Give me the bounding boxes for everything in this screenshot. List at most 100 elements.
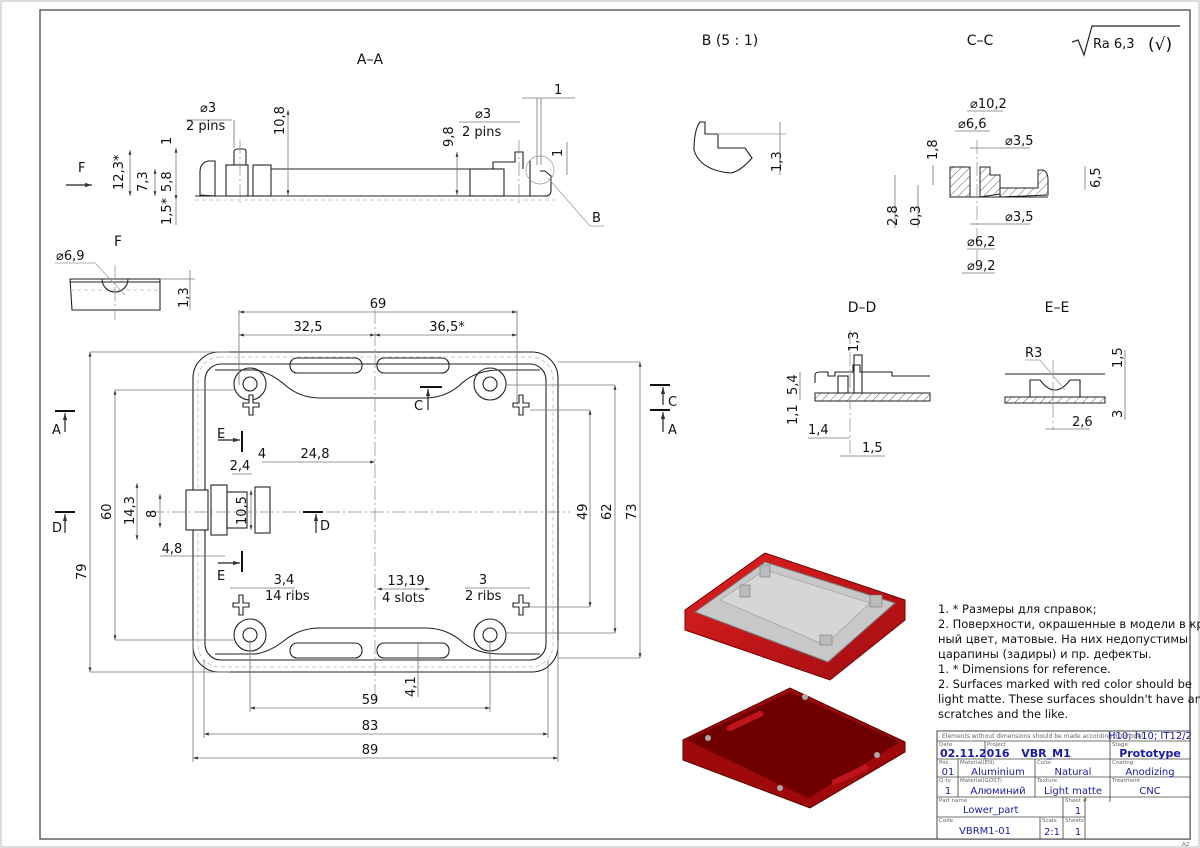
- note-line: scratches and the like.: [938, 707, 1068, 721]
- tb-label-stage: Stage: [1112, 742, 1129, 748]
- section-dd-view: D–D 1,3 5,4 1,1 1,4 1,5: [786, 300, 931, 457]
- tb-label-color: Color: [1037, 760, 1052, 766]
- tb-label-texture: Texture: [1036, 778, 1058, 784]
- tb-label-scale: Scale: [1042, 818, 1057, 824]
- cc-dim-2-8: 2,8: [886, 205, 901, 226]
- ee-dim-3: 3: [1111, 410, 1126, 418]
- section-d-label-left: D: [52, 521, 62, 536]
- plan-dim-ribs14-w: 3,4: [274, 573, 295, 588]
- dd-slot: [837, 375, 849, 394]
- plan-dim-14-3: 14,3: [123, 496, 138, 525]
- iso-render-top: [684, 552, 906, 681]
- plan-dim-69: 69: [370, 297, 387, 312]
- tb-value-stage: Prototype: [1119, 747, 1181, 760]
- plan-top-recess: [215, 369, 540, 399]
- view-f: F ⌀6,9 1,3: [55, 234, 195, 320]
- tb-label-coating: Coating: [1112, 760, 1133, 766]
- aa-dim-9-8: 9,8: [442, 126, 457, 147]
- dd-dim-1-5: 1,5: [862, 441, 883, 456]
- tb-value-pos: 01: [942, 767, 955, 778]
- render-bottom-hole: [705, 735, 711, 741]
- cc-dim-d3-5-top: ⌀3,5: [1005, 134, 1034, 149]
- dd-pin: [853, 354, 863, 394]
- aa-right-wall: [529, 160, 552, 197]
- plan-slot-top-right: [376, 357, 450, 374]
- render-bottom-hole: [802, 694, 808, 700]
- section-a-label: A: [52, 423, 61, 438]
- tb-value-material-gost: Алюминий: [970, 786, 1025, 797]
- plan-connector-nut: [254, 486, 271, 534]
- plan-dim-8: 8: [145, 510, 160, 518]
- render-top-boss: [759, 564, 771, 578]
- section-c-label-right: C: [668, 395, 677, 410]
- section-marker-c-top: C: [414, 386, 442, 414]
- tb-value-coating: Anodizing: [1125, 767, 1174, 778]
- aa-dim-1-top: 1: [554, 83, 562, 98]
- section-marker-d-right: D: [303, 511, 330, 534]
- plan-dim-79: 79: [75, 563, 90, 580]
- section-e-label-top: E: [217, 427, 225, 442]
- cc-hatch-right: [999, 169, 1049, 198]
- note-line: 1. * Размеры для справок;: [938, 602, 1097, 616]
- section-c-label-top: C: [414, 399, 423, 414]
- plan-bottom-recess: [215, 627, 540, 655]
- detail-b-profile: [693, 121, 753, 174]
- aa-dim-5-8: 5,8: [160, 171, 175, 192]
- aa-boss-left: [225, 164, 249, 197]
- aa-dim-pins-right: 2 pins: [462, 125, 502, 140]
- section-marker-d-left: D: [52, 511, 75, 536]
- plan-dim-89: 89: [362, 743, 379, 758]
- rib-cross-icon: [232, 594, 250, 616]
- section-a-label-right: A: [668, 423, 677, 438]
- section-marker-ca-right: C A: [650, 384, 677, 438]
- tb-label-qty: Q-ty: [939, 778, 952, 784]
- plan-dim-59: 59: [362, 693, 379, 708]
- ee-groove: [1029, 379, 1081, 397]
- tb-label-material-gost: Material(GOST): [960, 778, 1002, 784]
- tb-value-sheets: 1: [1075, 827, 1081, 838]
- view-f-h: 1,3: [177, 287, 192, 308]
- tb-value-project: VBR_M1: [1021, 747, 1070, 760]
- plan-dim-slots-lbl: 4 slots: [382, 591, 425, 606]
- dd-dim-1-4: 1,4: [808, 423, 829, 438]
- aa-dim-7-3: 7,3: [136, 171, 151, 192]
- tb-value-color: Natural: [1055, 767, 1092, 778]
- tb-label-pos: Pos.: [939, 760, 950, 766]
- aa-detail-circle: [525, 155, 555, 185]
- render-bottom-hole: [777, 785, 783, 791]
- aa-dim-1-left: 1: [160, 137, 175, 145]
- cc-dim-d6-2: ⌀6,2: [967, 235, 996, 250]
- plan-dim-slots-w: 13,19: [387, 574, 424, 589]
- note-line: 2. Surfaces marked with red color should…: [938, 677, 1192, 691]
- tb-label-code: Code: [939, 818, 954, 824]
- roughness-check-icon: (√): [1148, 35, 1172, 55]
- aa-pin-left: [233, 148, 247, 165]
- ee-dim-1-5: 1,5: [1111, 347, 1126, 368]
- section-marker-e-top: E: [217, 427, 243, 452]
- plan-dim-4-8: 4,8: [162, 542, 183, 557]
- aa-dim-1-5: 1,5*: [160, 197, 175, 225]
- note-line: light matte. These surfaces shouldn't ha…: [938, 692, 1200, 706]
- tb-value-material-en: Aluminium: [971, 767, 1025, 778]
- plan-dim-73: 73: [625, 503, 640, 520]
- aa-dim-pin-dia-left: ⌀3: [200, 101, 216, 116]
- plan-dim-83: 83: [362, 719, 379, 734]
- dd-dim-1-3: 1,3: [847, 331, 862, 352]
- section-ee-title: E–E: [1045, 300, 1070, 316]
- tb-tolerance: H10; h10; IT12/2: [1108, 731, 1192, 742]
- aa-leader: [547, 177, 604, 227]
- note-line: ный цвет, матовые. На них недопустимы: [938, 632, 1188, 646]
- dd-top-profile: [814, 364, 930, 383]
- aa-boss-right: [469, 168, 505, 197]
- drawing-frame: [39, 9, 1191, 840]
- cc-dim-0-3: 0,3: [909, 205, 924, 226]
- aa-pin-right: [492, 151, 524, 169]
- rib-cross-icon: [512, 594, 530, 616]
- plan-dim-36-5: 36,5*: [429, 320, 465, 335]
- section-marker-a-left: A: [52, 410, 75, 438]
- view-f-dia: ⌀6,9: [56, 249, 85, 264]
- cc-dim-6-5: 6,5: [1089, 167, 1104, 188]
- plan-dim-ribs2-lbl: 2 ribs: [465, 589, 502, 604]
